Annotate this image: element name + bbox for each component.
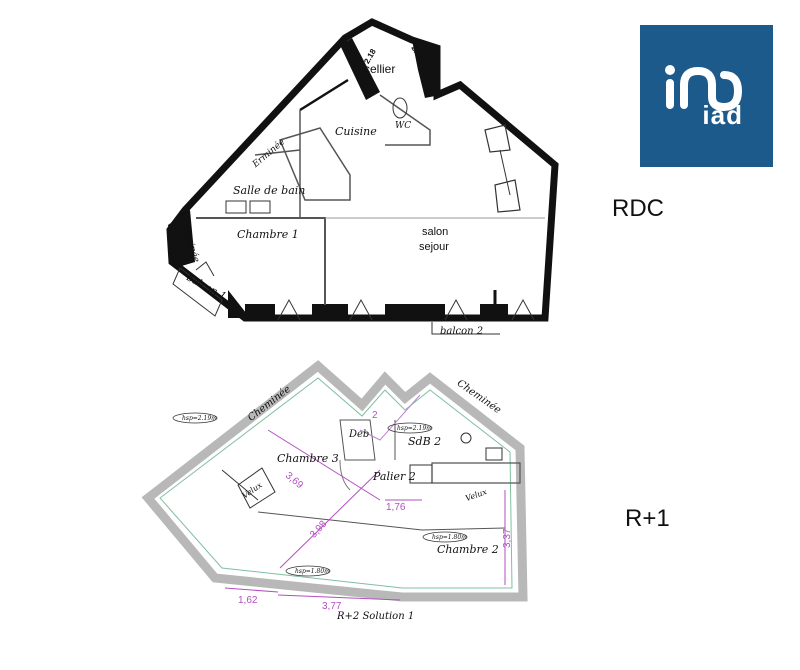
rdc-outer-wall xyxy=(166,18,559,322)
rdc-room-salon: salon xyxy=(422,226,448,238)
r1-hsp-3: hsp=1.80m xyxy=(432,534,467,541)
r1-outer-wall xyxy=(141,360,528,602)
r1-room-palier2: Palier 2 xyxy=(372,470,416,483)
r1-dim-2: 2 xyxy=(372,410,378,421)
logo-text: iad xyxy=(702,100,743,130)
r1-room-chambre2: Chambre 2 xyxy=(437,543,499,556)
rdc-room-sejour: sejour xyxy=(419,241,449,253)
r1-velux-1: Velux xyxy=(241,480,265,500)
r1-dim-337: 3,37 xyxy=(502,528,513,548)
r1-room-deb: Deb xyxy=(348,429,369,440)
rdc-room-ermine: Erminée xyxy=(250,137,288,171)
r1-dim-369: 3,69 xyxy=(283,470,305,491)
rdc-room-cuisine: Cuisine xyxy=(335,125,377,138)
r1-room-chambre3: Chambre 3 xyxy=(277,452,339,465)
rdc-room-cellier: cellier xyxy=(364,62,395,76)
r1-room-cheminee-left: Cheminée xyxy=(246,384,293,424)
r1-velux-2: Velux xyxy=(464,487,488,503)
rdc-level-label: RDC xyxy=(612,195,664,222)
rdc-room-salle-de-bain: Salle de bain xyxy=(233,184,305,197)
r1-hsp-1: hsp=2.19m xyxy=(182,415,217,422)
rdc-plan: cellier WC Cuisine Erminée Salle de bain… xyxy=(166,18,559,337)
rdc-room-balcon2: balcon 2 xyxy=(440,326,483,337)
r1-plan: Cheminée Cheminée Chambre 3 Deb SdB 2 Pa… xyxy=(141,360,528,622)
r1-dim-162: 1,62 xyxy=(238,595,258,606)
r1-room-sdb2: SdB 2 xyxy=(408,435,441,448)
r1-hsp-4: hsp=1.80m xyxy=(295,568,330,575)
r1-dim-377: 3,77 xyxy=(322,601,342,612)
r1-r2-solution: R+2 Solution 1 xyxy=(336,611,414,622)
r1-hsp-2: hsp=2.19m xyxy=(397,425,432,432)
rdc-room-chambre1: Chambre 1 xyxy=(237,228,299,241)
rdc-room-wc: WC xyxy=(395,121,411,131)
iad-logo-mark-icon xyxy=(665,65,743,112)
iad-logo: iad xyxy=(640,25,773,167)
r1-dim-398: 3,98 xyxy=(308,518,329,540)
r1-dim-176: 1,76 xyxy=(386,502,406,513)
r1-level-label: R+1 xyxy=(625,505,670,532)
